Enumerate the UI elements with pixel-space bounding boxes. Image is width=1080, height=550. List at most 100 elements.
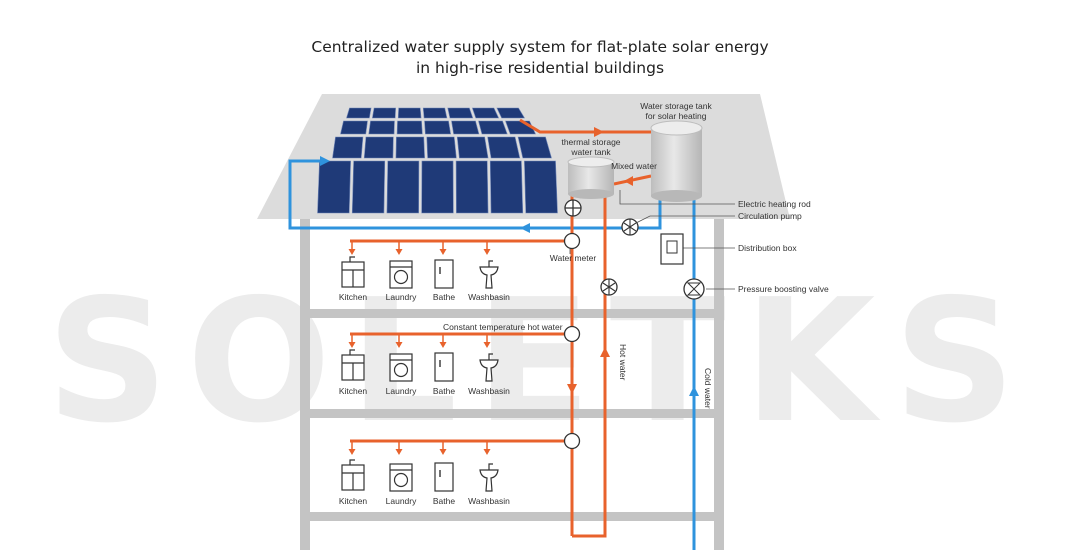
solar-panel-cell — [524, 160, 558, 214]
thermal-tank-label-2: water tank — [570, 147, 611, 157]
water-storage-tank — [650, 120, 703, 202]
branch-arrow — [395, 249, 403, 255]
branch-arrow — [483, 342, 491, 348]
kitchen-sink-icon — [341, 256, 365, 288]
solar-panel-cell — [372, 107, 396, 119]
solar-panel-cell — [396, 120, 423, 135]
solar-panel-cell — [451, 120, 480, 135]
pressure-valve-icon — [683, 278, 705, 300]
room-label: Washbasin — [468, 292, 510, 302]
heating-rod-label: Electric heating rod — [738, 199, 811, 209]
watermark: SOLETKS — [46, 263, 1034, 461]
constant-temp-label: Constant temperature hot water — [443, 322, 563, 332]
branch-arrow — [483, 249, 491, 255]
solar-panel-cell — [346, 107, 372, 119]
branch-arrow — [439, 449, 447, 455]
kitchen-sink-icon — [341, 459, 365, 491]
circulation-pump-icon — [621, 218, 639, 236]
thermal-tank-label-1: thermal storage — [561, 137, 620, 147]
floor-1-fixtures: Kitchen Laundry Bathe Washbasin — [339, 256, 510, 302]
solar-panel-cell — [487, 136, 521, 159]
washing-machine-icon — [389, 260, 413, 289]
solar-panel-cell — [317, 160, 351, 214]
solar-panel-cell — [424, 120, 451, 135]
solar-panel-cell — [478, 120, 508, 135]
storage-tank-label-2: for solar heating — [646, 111, 707, 121]
solar-panel-cell — [368, 120, 395, 135]
water-meter-label: Water meter — [550, 253, 597, 263]
room-label: Laundry — [386, 496, 417, 506]
branch-arrow — [439, 342, 447, 348]
solar-panel-cell — [517, 136, 552, 159]
solar-panel-cell — [455, 160, 489, 214]
room-label: Kitchen — [339, 496, 368, 506]
washbasin-icon — [479, 353, 499, 382]
solar-panel-cell — [422, 107, 448, 119]
hot-water-label: Hot water — [618, 344, 628, 381]
room-label: Washbasin — [468, 496, 510, 506]
thermal-storage-tank — [567, 156, 615, 199]
solar-panel-cell — [386, 160, 420, 214]
floor-3-fixtures: Kitchen Laundry Bathe Washbasin — [339, 459, 510, 506]
room-label: Laundry — [386, 292, 417, 302]
floor-2-fixtures: Kitchen Laundry Bathe Washbasin — [339, 349, 510, 396]
room-label: Laundry — [386, 386, 417, 396]
solar-panel-cell — [421, 160, 454, 214]
washbasin-icon — [479, 463, 499, 492]
branch-arrow — [483, 449, 491, 455]
solar-panel-cell — [489, 160, 524, 214]
branch-pipes — [348, 241, 491, 455]
room-label: Bathe — [433, 292, 455, 302]
distribution-box-icon — [660, 233, 684, 265]
branch-arrow — [439, 249, 447, 255]
room-label: Kitchen — [339, 292, 368, 302]
water-meter-icon-floor2 — [563, 325, 581, 343]
branch-arrow — [348, 449, 356, 455]
mixed-water-label: Mixed water — [611, 161, 657, 171]
solar-panel-cell — [426, 136, 457, 159]
hot-arrow-down — [567, 384, 577, 394]
branch-arrow — [348, 342, 356, 348]
cold-arrow-left — [520, 223, 530, 233]
solar-panel-cell — [471, 107, 500, 119]
water-meter-icon — [563, 232, 581, 250]
pump-icon — [564, 199, 582, 217]
pressure-valve-label: Pressure boosting valve — [738, 284, 829, 294]
shower-door-icon — [434, 352, 454, 382]
solar-panel-cell — [332, 136, 364, 159]
cold-water-label: Cold water — [703, 368, 713, 409]
hot-arrow-up — [600, 347, 610, 357]
diagram-title-line-2: in high-rise residential buildings — [415, 59, 665, 77]
hot-arrow-left — [624, 176, 633, 186]
solar-panel-cell — [395, 136, 425, 159]
room-label: Kitchen — [339, 386, 368, 396]
solar-panel-cell — [447, 107, 474, 119]
washbasin-icon — [479, 260, 499, 289]
kitchen-sink-icon — [341, 349, 365, 381]
storage-tank-label-1: Water storage tank — [640, 101, 712, 111]
cold-arrow-up — [689, 386, 699, 396]
solar-panel-cell — [351, 160, 386, 214]
riser-pump-icon — [600, 278, 618, 296]
room-label: Washbasin — [468, 386, 510, 396]
solar-panel-cell — [363, 136, 394, 159]
cold-arrow-right — [320, 156, 330, 166]
branch-arrow — [395, 342, 403, 348]
washing-machine-icon — [389, 353, 413, 382]
solar-panel-cell — [397, 107, 422, 119]
solar-panel-cell — [496, 107, 526, 119]
room-label: Bathe — [433, 496, 455, 506]
room-label: Bathe — [433, 386, 455, 396]
building-frame — [300, 218, 724, 550]
cold-water-pipes — [288, 159, 696, 550]
shower-door-icon — [434, 462, 454, 492]
diagram-title-line-1: Centralized water supply system for flat… — [311, 38, 769, 56]
branch-arrow — [395, 449, 403, 455]
hot-arrow-right — [594, 127, 604, 137]
solar-panel-cell — [340, 120, 368, 135]
solar-panel-cell — [456, 136, 489, 159]
water-meter-icon-floor3 — [563, 432, 581, 450]
